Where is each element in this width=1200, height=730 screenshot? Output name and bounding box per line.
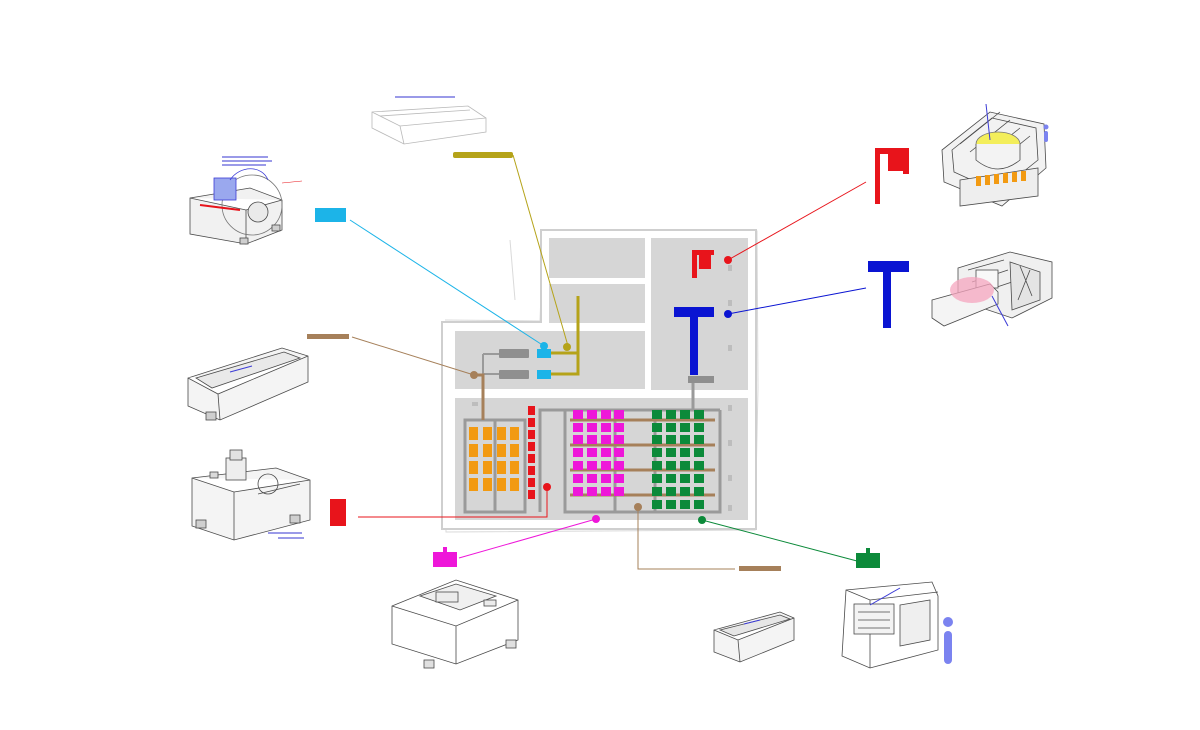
- ladle-with-platform: [941, 103, 1047, 207]
- tiny-annotation: [222, 156, 303, 184]
- cyan-unit: [537, 370, 551, 379]
- magenta-unit-icon: [433, 547, 457, 567]
- square-base-unit: [391, 579, 519, 669]
- tiny-annotation: [395, 96, 455, 98]
- cyan-bar-icon: [315, 208, 346, 222]
- cutaway-machine-with-blue-highlight: [189, 168, 283, 245]
- enclosed-press-unit: [841, 581, 939, 669]
- furnace-with-conveyor: [931, 251, 1053, 327]
- tan-bar-icon: [739, 566, 781, 571]
- long-trough-unit: [187, 347, 309, 421]
- blue-t-icon: [868, 261, 909, 328]
- floor-plan: [441, 229, 759, 533]
- blue-t-unit: [674, 307, 714, 375]
- red-block-icon: [330, 499, 346, 526]
- process-equipment: [463, 250, 722, 514]
- long-flat-bed-unit: [371, 105, 487, 145]
- box-machine-with-top-assembly: [191, 449, 311, 541]
- green-unit-icon: [856, 548, 880, 568]
- leader-lines: [349, 154, 867, 570]
- tiny-annotation: [268, 532, 304, 539]
- olive-bar-icon: [453, 152, 513, 158]
- connection-dots: [470, 256, 732, 524]
- room-top-middle-lower: [549, 284, 645, 323]
- red-flag-unit: [692, 250, 714, 278]
- tan-bar-icon: [307, 334, 349, 339]
- red-flag-icon: [875, 148, 909, 204]
- info-icon: [1043, 124, 1049, 142]
- short-trough-unit: [713, 611, 795, 663]
- info-icon: [943, 617, 953, 664]
- room-left-upper: [455, 331, 645, 389]
- room-top-middle-upper: [549, 238, 645, 278]
- cyan-unit: [537, 349, 551, 358]
